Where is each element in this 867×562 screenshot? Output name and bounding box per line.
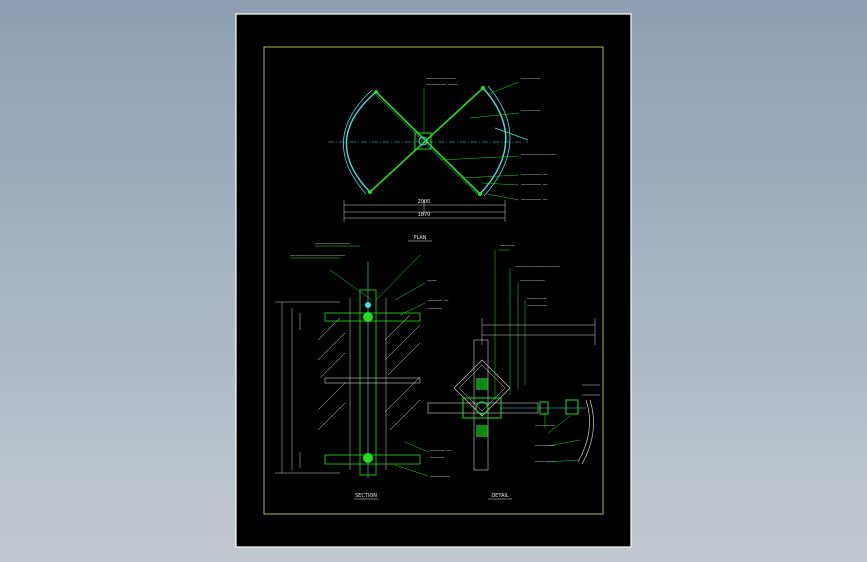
svg-text:————: ————	[521, 76, 541, 82]
detail-spider-plate	[453, 359, 511, 417]
plan-leaders	[423, 81, 520, 201]
top-beam	[324, 312, 421, 322]
detail-leaders	[494, 249, 581, 463]
left-glass-arc	[345, 91, 377, 193]
svg-text:————: ————	[535, 459, 555, 465]
svg-text:———: ———	[427, 306, 442, 312]
svg-text:——: ——	[427, 278, 437, 284]
svg-text:————: ————	[527, 303, 547, 309]
svg-text:———: ———	[430, 455, 445, 461]
svg-text:————: ————	[535, 423, 555, 429]
section-leaders	[290, 245, 429, 477]
detail-hub	[475, 401, 489, 415]
svg-text:——————: ——————	[426, 76, 456, 82]
detail-title: DETAIL	[491, 493, 509, 499]
svg-text:——— —: ——— —	[430, 448, 452, 454]
plan-dim-total: 2000	[418, 199, 431, 205]
svg-text:———: ———	[500, 243, 515, 249]
plan-arm-1	[375, 91, 481, 195]
detail-vertical-arm	[473, 339, 489, 471]
section-title: SECTION	[355, 493, 377, 499]
svg-text:——— —: ——— —	[427, 298, 449, 304]
bottom-beam	[324, 454, 421, 465]
svg-text:————: ————	[430, 474, 450, 480]
svg-text:———— —: ———— —	[521, 172, 548, 178]
plan-dimensions	[343, 200, 506, 222]
detail-view: ——— ————————— ————— ———— ———— ———— ———— …	[427, 243, 600, 500]
svg-text:———— ——: ———— ——	[426, 82, 458, 88]
section-view: ——————— ——————————— —— ——— — ——— ——— — —…	[275, 241, 452, 500]
section-dimensions	[275, 301, 340, 474]
svg-text:———————: ———————	[315, 241, 350, 247]
svg-text:———— —: ———— —	[521, 197, 548, 203]
svg-text:—————————: —————————	[515, 264, 560, 270]
plan-hub	[414, 132, 432, 150]
svg-text:—————: —————	[520, 278, 545, 284]
plan-view: —————— ———— —— ———— ———— ——————— ———— — …	[328, 76, 556, 242]
right-glass-arc	[479, 87, 507, 195]
plan-dim-inner: 1870	[418, 212, 431, 218]
plan-title: PLAN	[413, 235, 426, 241]
sheet-frame	[235, 13, 632, 548]
svg-text:————: ————	[527, 296, 547, 302]
svg-text:———— —: ———— —	[521, 182, 548, 188]
svg-text:————: ————	[535, 443, 555, 449]
svg-text:———————————: ———————————	[290, 253, 345, 259]
svg-text:———————: ———————	[521, 152, 556, 158]
title-border	[263, 46, 604, 515]
svg-text:————: ————	[521, 108, 541, 114]
